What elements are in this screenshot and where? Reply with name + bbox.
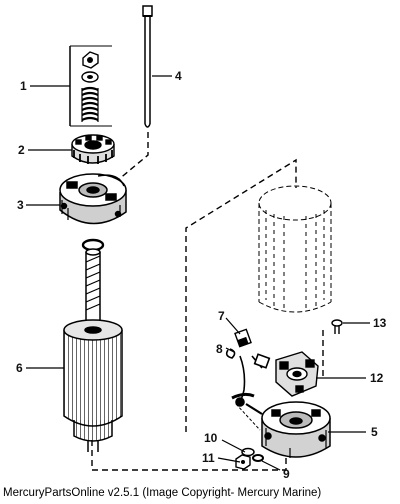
callout-4: 4 — [175, 69, 182, 83]
part-5-commutator-end-cap — [235, 401, 331, 458]
part-13-screw — [331, 319, 343, 334]
assembly-centerline — [91, 132, 324, 471]
callout-labels: 1 2 3 4 5 6 7 8 9 10 11 12 13 — [16, 69, 387, 481]
part-3-drive-end-cap — [59, 173, 127, 225]
callout-6: 6 — [16, 361, 23, 375]
part-12-brush-holder — [275, 351, 319, 397]
part-8-brush-spring — [225, 348, 271, 407]
leader-lines — [26, 75, 370, 471]
part-1-hardware-stack — [69, 45, 112, 127]
part-11-nut — [235, 454, 251, 470]
callout-11: 11 — [202, 451, 215, 465]
callout-1: 1 — [20, 79, 27, 93]
callout-5: 5 — [371, 425, 378, 439]
part-4-through-bolt — [142, 5, 153, 128]
part-2-drive-pinion — [71, 134, 115, 164]
callout-7: 7 — [218, 309, 225, 323]
part-10-washer — [241, 447, 255, 457]
part-9-lockwasher — [252, 454, 264, 462]
callout-3: 3 — [17, 198, 24, 212]
callout-9: 9 — [283, 467, 290, 481]
callout-13: 13 — [373, 316, 387, 330]
part-7-brush — [234, 328, 252, 348]
callout-8: 8 — [216, 342, 223, 356]
part-6-armature — [63, 248, 123, 452]
copyright-caption: MercuryPartsOnline v2.5.1 (Image Copyrig… — [3, 487, 322, 499]
field-frame-cylinder — [258, 185, 332, 313]
callout-12: 12 — [370, 371, 384, 385]
callout-10: 10 — [204, 431, 218, 445]
callout-2: 2 — [18, 143, 25, 157]
